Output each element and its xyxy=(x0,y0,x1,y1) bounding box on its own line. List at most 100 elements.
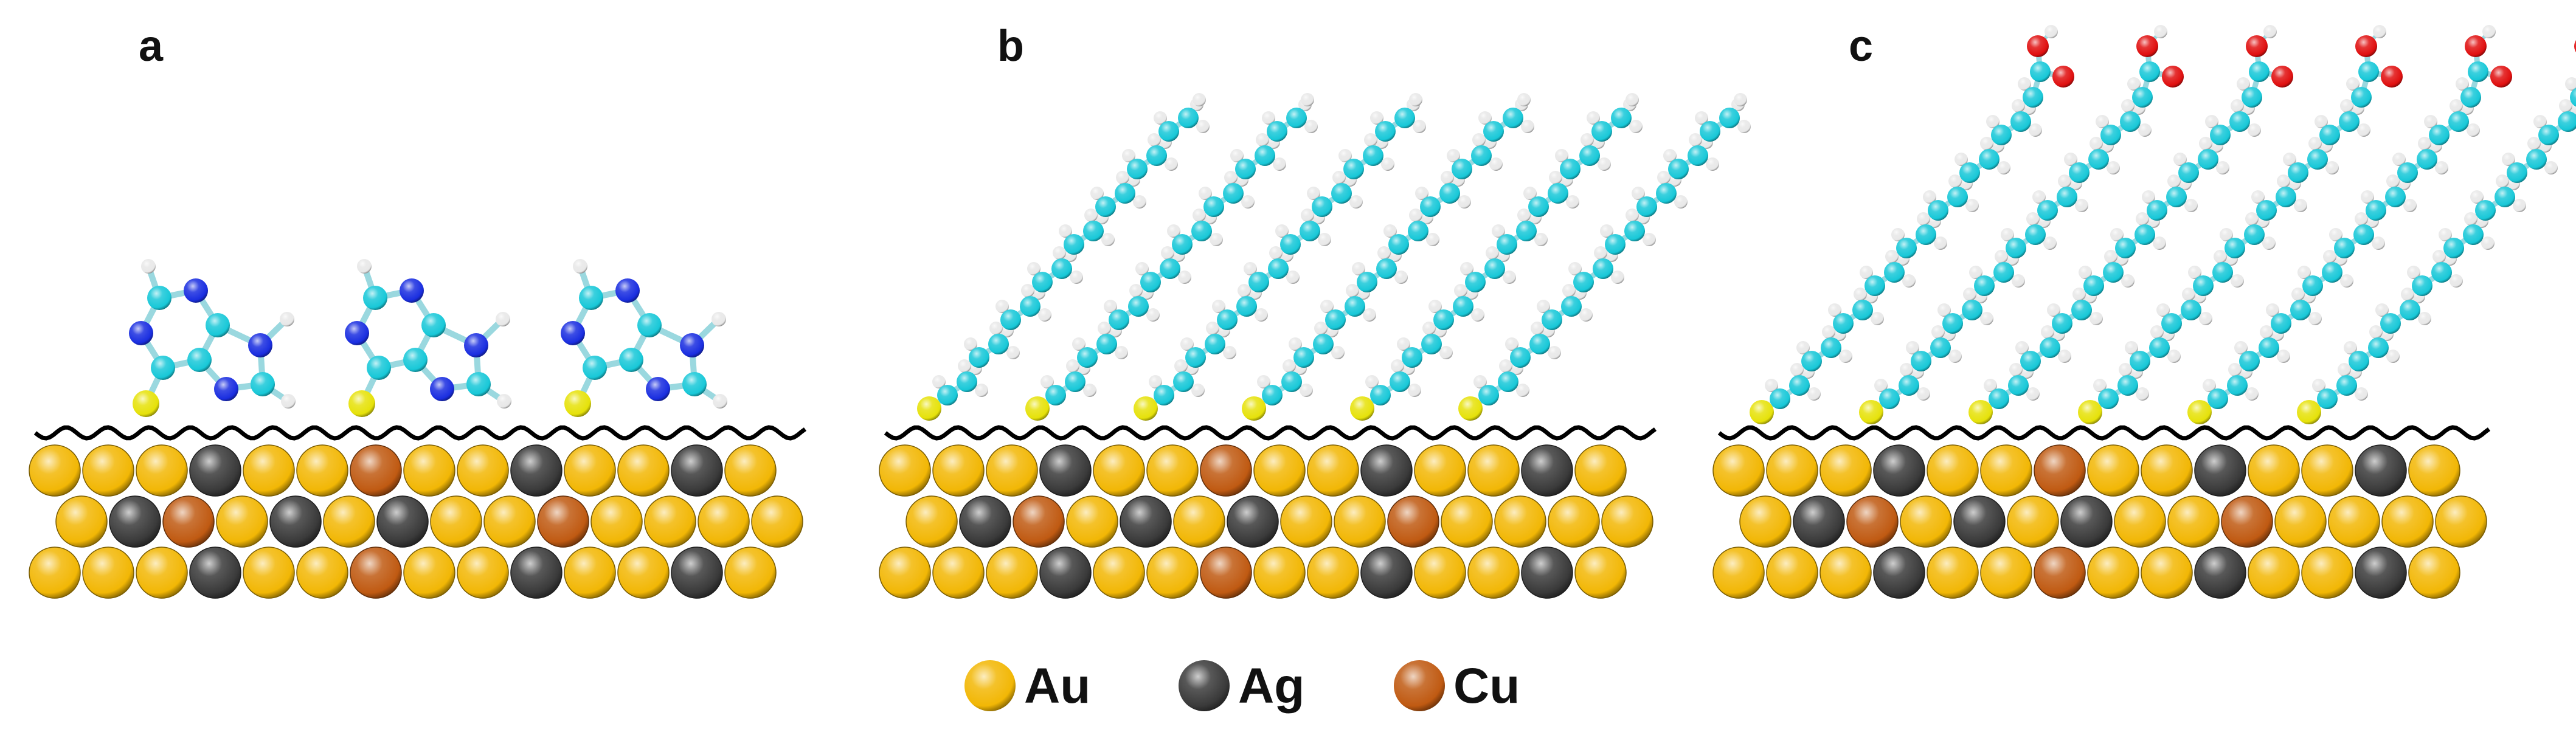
hydrogen-atom xyxy=(1600,224,1613,238)
carbon-atom xyxy=(1172,234,1193,255)
hydrogen-atom xyxy=(2266,303,2279,317)
hydrogen-atom xyxy=(1931,325,1945,339)
ag-atom xyxy=(1360,547,1413,599)
hydrogen-atom xyxy=(1626,209,1639,222)
sulfur-atom xyxy=(1458,396,1483,421)
carbon-atom xyxy=(1077,347,1098,368)
nitrogen-atom xyxy=(129,321,153,345)
hydrogen-atom xyxy=(1066,359,1079,373)
carbon-atom xyxy=(1484,258,1505,279)
carbon-atom xyxy=(1083,221,1104,241)
carbon-atom xyxy=(2147,200,2167,221)
carbon-atom xyxy=(1312,196,1332,217)
carbon-atom xyxy=(2412,275,2432,296)
oxygen-atom xyxy=(2355,35,2377,57)
carbon-atom xyxy=(2349,351,2369,371)
hydrogen-atom xyxy=(2107,161,2120,174)
hydrogen-atom xyxy=(1101,233,1115,246)
hydrogen-atom xyxy=(2372,236,2385,250)
carbon-atom xyxy=(1439,183,1460,204)
hydrogen-atom xyxy=(1674,195,1688,209)
carbon-atom xyxy=(1293,347,1314,368)
hydrogen-atom xyxy=(1854,288,1867,301)
carbon-atom xyxy=(2207,388,2228,409)
carbon-atom xyxy=(1864,275,1885,296)
carbon-atom xyxy=(2288,162,2308,183)
hydrogen-atom xyxy=(1104,300,1117,313)
hydrogen-atom xyxy=(1734,93,1747,106)
hydrogen-atom xyxy=(1969,266,1982,279)
carbon-atom xyxy=(2037,200,2058,221)
carbon-atom xyxy=(2380,313,2401,334)
carbon-atom xyxy=(1158,121,1179,142)
carbon-atom xyxy=(1911,351,1931,371)
au-atom xyxy=(879,547,931,599)
carbon-atom xyxy=(2100,125,2121,145)
carbon-atom xyxy=(206,313,230,337)
legend-item-cu: Cu xyxy=(1394,658,1520,714)
hydrogen-atom xyxy=(2043,236,2057,250)
hydrogen-atom xyxy=(1301,93,1314,106)
au-atom xyxy=(243,444,295,497)
hydrogen-atom xyxy=(1695,111,1708,125)
hydrogen-atom xyxy=(1135,262,1149,275)
carbon-atom xyxy=(1255,145,1275,166)
carbon-atom xyxy=(1051,258,1072,279)
alkanethiol-chains xyxy=(917,93,1751,421)
hydrogen-atom xyxy=(1370,111,1383,125)
hydrogen-atom xyxy=(2513,199,2526,212)
hydrogen-atom xyxy=(2138,123,2152,137)
carbon-atom xyxy=(1115,183,1135,204)
hydrogen-atom xyxy=(2481,236,2495,250)
hydrogen-atom xyxy=(2263,25,2277,38)
au-atom xyxy=(1980,444,2032,497)
carbon-atom xyxy=(2507,162,2527,183)
carbon-atom xyxy=(2336,375,2357,396)
hydrogen-atom xyxy=(2182,288,2195,301)
hydrogen-atom xyxy=(1441,171,1454,184)
hydrogen-atom xyxy=(2401,288,2414,301)
carbon-atom xyxy=(1020,296,1040,317)
ag-atom xyxy=(1521,547,1573,599)
carbon-atom xyxy=(1363,145,1383,166)
carbon-atom xyxy=(2463,224,2484,245)
hydrogen-atom xyxy=(2373,25,2386,38)
metal-substrate xyxy=(1712,444,2487,599)
hydrogen-atom xyxy=(2262,236,2276,250)
hydrogen-atom xyxy=(1517,93,1531,106)
hydrogen-atom xyxy=(2136,387,2149,401)
panel-c: c xyxy=(1712,22,2576,599)
hydrogen-atom xyxy=(2090,312,2103,325)
hydrogen-atom xyxy=(2450,99,2463,112)
ag-atom xyxy=(671,547,723,599)
hydrogen-atom xyxy=(1223,346,1236,359)
cu-atom xyxy=(162,495,215,548)
hydrogen-atom xyxy=(2418,312,2431,325)
carbon-atom xyxy=(1268,258,1289,279)
hydrogen-atom xyxy=(1689,133,1702,147)
au-atom xyxy=(2328,495,2380,548)
hydrogen-atom xyxy=(1955,153,1968,166)
ag-atom xyxy=(2355,444,2407,497)
hydrogen-atom xyxy=(2294,199,2307,212)
hydrogen-atom xyxy=(2136,212,2149,226)
legend-item-ag: Ag xyxy=(1179,658,1304,714)
au-atom xyxy=(617,547,670,599)
au-atom xyxy=(905,495,958,548)
carbon-atom xyxy=(1560,159,1581,179)
hydrogen-atom xyxy=(2090,137,2103,150)
cu-atom-swatch xyxy=(1394,660,1445,711)
hydrogen-atom xyxy=(1516,384,1529,397)
nitrogen-atom xyxy=(184,278,208,303)
ag-atom xyxy=(269,495,322,548)
sulfur-atom xyxy=(1025,396,1050,421)
surface-wave xyxy=(33,425,807,441)
cu-atom xyxy=(350,547,402,599)
carbon-atom xyxy=(1947,187,1968,207)
carbon-atom xyxy=(1993,262,2014,283)
au-atom xyxy=(136,547,188,599)
carbon-atom xyxy=(2256,200,2277,221)
hydrogen-atom xyxy=(1807,387,1821,401)
metal-substrate xyxy=(29,444,803,599)
carbon-atom xyxy=(1223,183,1244,204)
